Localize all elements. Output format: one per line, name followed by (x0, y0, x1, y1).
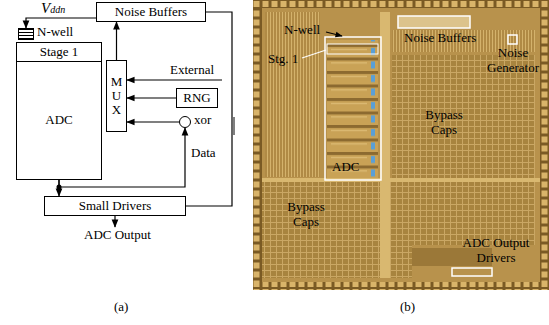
node-text: Stage 1 (40, 45, 79, 60)
rng-box: RNG (176, 88, 218, 108)
leader-line (302, 50, 326, 58)
adc-array (327, 40, 378, 178)
die-background (253, 0, 549, 290)
stage-outline (327, 44, 378, 54)
block-box: Noise Buffers (96, 2, 206, 22)
pad-ring (253, 8, 262, 282)
node-text: Noise Buffers (115, 5, 187, 20)
pad-ring (253, 0, 549, 8)
signal-wire (186, 12, 232, 206)
driver-box: Small Drivers (44, 196, 186, 216)
signal-wire (127, 121, 179, 122)
adc-box: ADC (16, 61, 102, 180)
power-rail (262, 178, 540, 182)
region-label: Noise Generator (482, 46, 544, 76)
node-text: xor (194, 113, 211, 128)
node-text: N-well (37, 25, 73, 40)
n-well-symbol: N-well (18, 28, 34, 40)
signal-wire (116, 22, 117, 60)
node-text: RNG (183, 91, 210, 106)
panel-label: (b) (400, 300, 415, 315)
signal-label: External (170, 63, 214, 78)
noise-generator-outline (508, 35, 517, 44)
node-text: ADC (45, 113, 72, 128)
signal-wire (127, 97, 176, 98)
adc-outline (325, 37, 381, 180)
stage-box: Stage 1 (16, 42, 102, 62)
pad-ring (540, 8, 549, 282)
output-arrow (114, 216, 115, 227)
bypass-capacitor-array (392, 55, 535, 245)
output-driver-outline (452, 268, 492, 276)
noise-buffer-outline (398, 16, 470, 28)
mux-box: MUX (106, 60, 127, 132)
voltage-label: Vddn (40, 1, 66, 16)
node-text: MUX (110, 75, 123, 118)
region-label: ADC (332, 160, 359, 175)
output-label: ADC Output (84, 228, 151, 243)
node-text: Small Drivers (79, 199, 152, 214)
region-label: Stg. 1 (268, 52, 298, 67)
leader-line (326, 32, 342, 36)
region-label: ADC Output Drivers (456, 236, 536, 266)
signal-label: Data (190, 146, 217, 159)
die-photo (253, 0, 549, 290)
region-label: Noise Buffers (404, 31, 476, 46)
panel-label: (a) (114, 300, 128, 315)
pad-ring (253, 282, 549, 290)
xor-gate: xor (179, 116, 191, 128)
external-input-wire (127, 79, 222, 80)
region-label: Bypass Caps (418, 108, 470, 138)
region-label: Bypass Caps (280, 200, 332, 230)
region-label: N-well (284, 23, 320, 38)
left-column-cells (265, 12, 320, 177)
